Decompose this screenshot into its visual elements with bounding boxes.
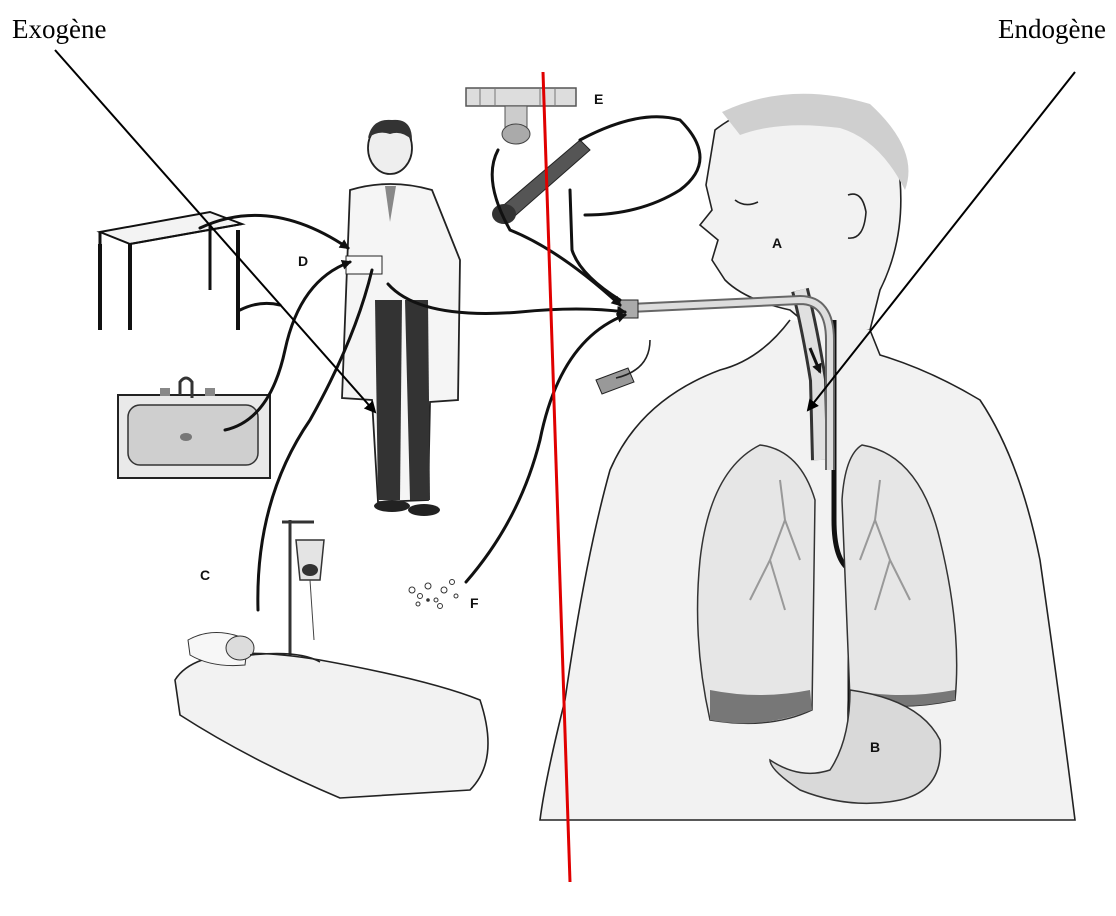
marker-f: F: [470, 595, 479, 611]
table-illustration: [100, 212, 242, 330]
sink-illustration: [118, 378, 270, 478]
marker-a: A: [772, 235, 782, 251]
particles-illustration: [409, 580, 458, 609]
exogenous-label: Exogène: [12, 14, 106, 45]
marker-c: C: [200, 567, 210, 583]
ventilator-connector-illustration: [466, 88, 576, 144]
patient-bed-illustration: [175, 520, 488, 798]
endogenous-label: Endogène: [998, 14, 1106, 45]
marker-e: E: [594, 91, 603, 107]
marker-b: B: [870, 739, 880, 755]
patient-anatomy-illustration: [540, 94, 1075, 820]
doctor-illustration: [342, 120, 460, 516]
marker-d: D: [298, 253, 308, 269]
